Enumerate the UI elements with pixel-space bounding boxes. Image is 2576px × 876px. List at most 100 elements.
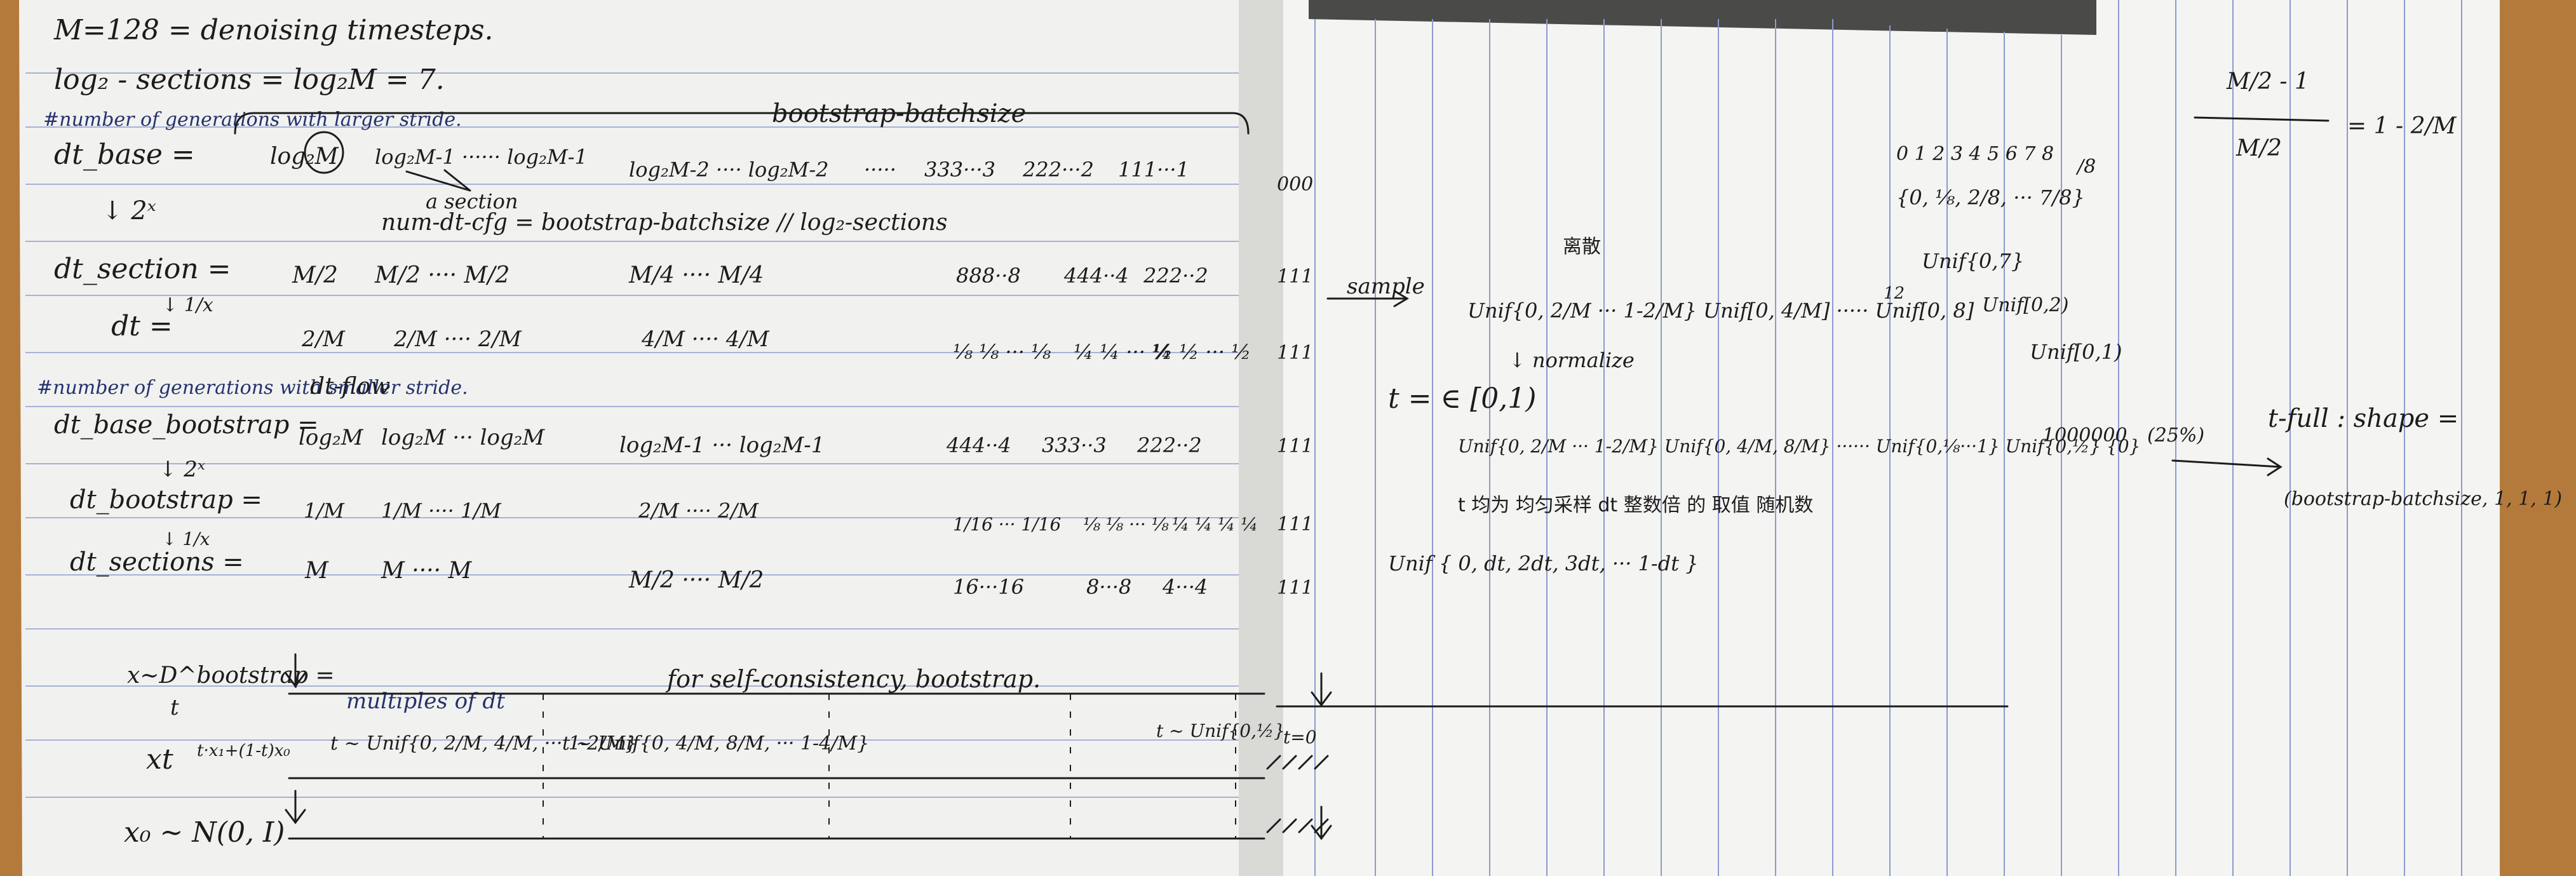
note-larger-stride: #number of generations with larger strid… (43, 109, 462, 131)
right-page (1261, 0, 2500, 876)
t-unif-1: t ~ Unif{0, 2/M, 4/M, ··· 1-2/M} (330, 732, 637, 755)
interp-formula: t·x₁+(1-t)x₀ (197, 741, 290, 760)
num-dt-cfg: num-dt-cfg = bootstrap-batchsize // log₂… (381, 210, 947, 236)
hatch-1 (1266, 755, 1329, 770)
normalize-label: ↓ normalize (1509, 348, 1635, 372)
t-unif-2: t ~ Unif{0, 4/M, 8/M, ··· 1-4/M} (562, 732, 869, 755)
dt-label: dt = (111, 310, 173, 342)
dt-base-item-3: ····· (864, 158, 896, 182)
chinese-note: t 均为 均匀采样 dt 整数倍 的 取值 随机数 (1458, 494, 1813, 516)
dt-item-3: ⅛ ⅛ ··· ⅛ (953, 340, 1051, 364)
dt-sections-item-1: M ···· M (381, 558, 473, 584)
down-arrow-1 (285, 653, 306, 688)
dt-bootstrap-item-0: 1/M (304, 499, 345, 523)
dt-section-item-4: 444··4 (1063, 264, 1129, 288)
dt-sections-item-0: M (304, 558, 329, 584)
dt-section-item-1: M/2 ···· M/2 (374, 262, 509, 288)
dt-base-bootstrap-item-0: log₂M (299, 425, 364, 450)
t-full-label: t-full : shape = (2268, 404, 2458, 433)
hatch-2 (1266, 818, 1329, 833)
xt-label: xt (146, 743, 173, 776)
t-full-arrow (2171, 457, 2283, 476)
dt-section-item-2: M/4 ···· M/4 (628, 262, 764, 288)
header-line1: M=128 = denoising timesteps. (53, 14, 494, 46)
dt-item-4: ¼ ¼ ··· ¼ (1074, 340, 1171, 364)
unif-row2-sup: 12 (1884, 284, 1905, 303)
dt-base-label: dt_base = (54, 138, 195, 171)
dt-sections-item-5: 4···4 (1162, 575, 1208, 599)
formula-numerator: M/2 - 1 (2226, 69, 2309, 95)
dt-base-item-1: log₂M-1 ······ log₂M-1 (375, 145, 588, 169)
dt-bootstrap-item-6: 111 (1277, 513, 1313, 536)
right-ruled-lines (1314, 0, 2462, 876)
unif-row: Unif{0, 2/M ··· 1-2/M} Unif[0, 4/M] ····… (1467, 299, 1974, 323)
multiples-of-dt-note: multiples of dt (346, 689, 505, 714)
unif-0-2: Unif[0,2) (1982, 294, 2068, 316)
dt-base-bootstrap-label: dt_base_bootstrap = (54, 410, 319, 440)
t-label: t (170, 695, 179, 720)
dt-bootstrap-item-4: ⅛ ⅛ ··· ⅛ (1083, 514, 1169, 535)
spine-shadow (1239, 0, 1283, 876)
circled-log-term (304, 131, 344, 174)
header-line2: log₂ - sections = log₂M = 7. (54, 64, 445, 96)
dt-sections-item-6: 111 (1277, 577, 1313, 599)
dt-section-item-5: 222··2 (1143, 264, 1208, 288)
dt-item-1: 2/M ···· 2/M (393, 327, 522, 352)
dt-item-5: ½ ½ ··· ½ (1153, 340, 1251, 364)
dt-section-item-0: M/2 (292, 262, 338, 288)
frac-set: {0, ⅛, 2/8, ··· 7/8} (1896, 185, 2085, 210)
dt-section-label: dt_section = (54, 253, 231, 285)
dt-item-0: 2/M (301, 327, 346, 352)
dt-base-item-7: 000 (1277, 173, 1313, 196)
left-page (19, 0, 1261, 876)
shape-label: (bootstrap-batchsize, 1, 1, 1) (2284, 488, 2562, 510)
x0-label: x₀ ~ N(0, I) (124, 816, 285, 849)
unif-dt: Unif { 0, dt, 2dt, 3dt, ··· 1-dt } (1388, 551, 1699, 576)
dt-bootstrap-item-1: 1/M ···· 1/M (381, 499, 502, 523)
down-arrow-3 (1311, 672, 1332, 707)
dt-base-bootstrap-item-1: log₂M ··· log₂M (381, 425, 545, 450)
page-edge-shadow (1309, 0, 2096, 35)
dt-bootstrap-item-3: 1/16 ··· 1/16 (953, 514, 1061, 535)
section-pointer-lines (405, 169, 471, 192)
dt-base-bootstrap-item-4: 333··3 (1042, 433, 1107, 457)
a-section-note: a section (426, 189, 518, 213)
dt-flow-label: dt-flow (310, 374, 390, 400)
dt-sections-label: dt_sections = (70, 548, 244, 577)
dt-bootstrap-label: dt_bootstrap = (70, 485, 262, 515)
over-8: /8 (2075, 156, 2096, 178)
pow-2x-label: ↓ 2ˣ (102, 196, 156, 226)
pow-2x-label-2: ↓ 2ˣ (159, 457, 205, 482)
digits-row: 0 1 2 3 4 5 6 7 8 (1896, 143, 2054, 165)
left-ruled-lines (25, 72, 1239, 798)
t-eq: t = ∈ [0,1) (1388, 382, 1536, 415)
denote-note: 离散 (1563, 236, 1601, 258)
dt-item-2: 4/M ···· 4/M (641, 327, 770, 352)
dt-base-bootstrap-item-2: log₂M-1 ··· log₂M-1 (619, 433, 825, 458)
dt-base-item-4: 333···3 (924, 158, 995, 182)
formula-denominator: M/2 (2235, 135, 2282, 161)
dt-base-bootstrap-item-3: 444··4 (946, 433, 1011, 457)
down-arrow-4 (1311, 805, 1332, 840)
unif-0-1: Unif[0,1) (2030, 340, 2122, 364)
dt-section-item-3: 888··8 (956, 264, 1021, 288)
dt-base-item-2: log₂M-2 ···· log₂M-2 (629, 158, 829, 182)
sample-label: sample (1347, 274, 1425, 299)
dt-bootstrap-item-2: 2/M ···· 2/M (638, 499, 759, 523)
sample-arrow (1326, 290, 1409, 307)
dt-base-item-6: 111···1 (1118, 158, 1189, 182)
formula-bar (2194, 116, 2330, 122)
down-arrow-2 (285, 790, 306, 825)
dt-base-item-5: 222···2 (1022, 158, 1094, 182)
dt-section-item-6: 111 (1277, 266, 1313, 288)
zeros: 1000000 (2042, 424, 2128, 447)
t-unif-3: t ~ Unif{0,½} (1156, 720, 1285, 741)
dt-base-bootstrap-item-6: 111 (1277, 435, 1313, 457)
bootstrap-brace (234, 112, 1250, 135)
t-zero-label: t=0 (1283, 727, 1317, 748)
dt-sections-item-4: 8···8 (1086, 575, 1131, 599)
self-consistency-note: for self-consistency, bootstrap. (665, 665, 1041, 693)
dt-base-bootstrap-item-5: 222··2 (1136, 433, 1202, 457)
